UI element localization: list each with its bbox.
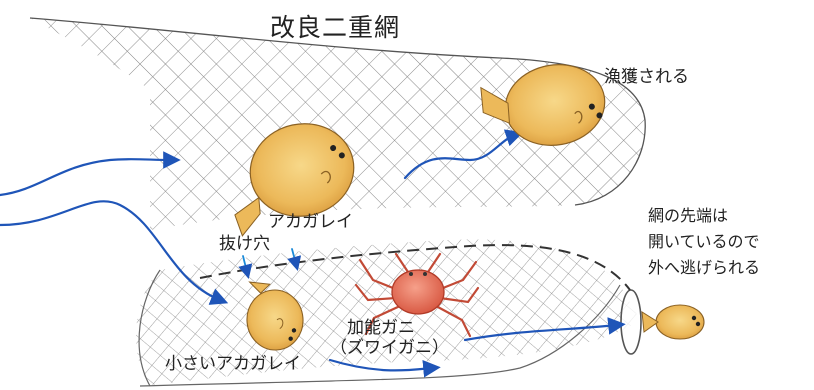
crab-illustration [354, 252, 480, 338]
label-crab-line1: 加能ガニ [347, 318, 415, 338]
label-small-flounder: 小さいアカガレイ [165, 354, 301, 374]
diagram-title: 改良二重網 [270, 13, 401, 42]
net-tip-opening [620, 289, 642, 355]
label-open-tip-line2: 開いているので [648, 232, 760, 251]
label-escape-hole: 抜け穴 [219, 234, 270, 254]
label-flounder: アカガレイ [268, 212, 353, 232]
upper-net [29, 17, 646, 230]
caught-flounder-illustration [480, 64, 606, 146]
flounder-illustration [234, 123, 355, 237]
escaping-flounder-illustration [641, 304, 705, 340]
label-caught: 漁獲される [604, 67, 689, 87]
flow-arrows [0, 129, 626, 378]
label-open-tip-line3: 外へ逃げられる [648, 258, 761, 277]
label-crab-line2: （ズワイガニ） [330, 338, 449, 358]
small-flounder-illustration [246, 281, 304, 351]
label-open-tip-line1: 網の先端は [648, 206, 729, 225]
